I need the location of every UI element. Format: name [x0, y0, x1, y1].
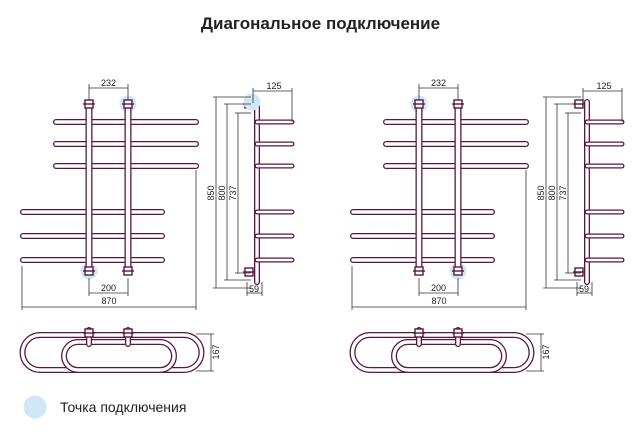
dim-side-height-3: 737 — [558, 185, 568, 200]
valve-icon — [452, 266, 464, 276]
plan-loop-inner-outline — [61, 339, 177, 373]
dim-plan-depth: 167 — [541, 344, 551, 359]
valve-icon — [243, 267, 255, 277]
dim-side-top: 125 — [266, 81, 281, 91]
valve-icon — [413, 99, 425, 109]
dim-side-bottom: 59 — [579, 284, 589, 294]
valve-icon — [122, 266, 134, 276]
valve-icon — [413, 328, 425, 338]
valve-icon — [452, 99, 464, 109]
valve-icon — [122, 99, 134, 109]
dim-side-bottom: 59 — [249, 284, 259, 294]
valve-icon — [122, 328, 134, 338]
dim-top-width: 232 — [101, 78, 116, 88]
front-view: 232 200 870 — [20, 78, 199, 310]
plan-loop-inner — [391, 339, 507, 373]
connection-point-legend-icon — [23, 395, 47, 419]
dim-side-top: 125 — [596, 81, 611, 91]
plan-loop-outer — [349, 332, 535, 373]
valve-icon — [573, 267, 585, 277]
front-view: 232 200 870 — [350, 78, 529, 310]
plan-loop-inner-outline — [391, 339, 507, 373]
plan-loop-outer-fill — [20, 333, 204, 372]
valve-icon — [83, 328, 95, 338]
plan-view: 167 — [19, 327, 221, 373]
valve-icon — [83, 266, 95, 276]
plan-view: 167 — [349, 327, 551, 373]
plan-loop-inner — [61, 339, 177, 373]
dim-plan-depth: 167 — [211, 344, 221, 359]
dim-side-height-1: 850 — [536, 185, 546, 200]
dim-top-width: 232 — [431, 78, 446, 88]
legend-label: Точка подключения — [60, 399, 187, 415]
dim-side-height-1: 850 — [206, 185, 216, 200]
plan-loop-outer — [19, 332, 205, 373]
valve-icon — [83, 99, 95, 109]
dim-side-height-3: 737 — [228, 185, 238, 200]
valve-icon — [452, 328, 464, 338]
dim-side-height-2: 800 — [217, 185, 227, 200]
plan-loop-outer-fill — [350, 333, 534, 372]
connection-point — [243, 93, 261, 111]
plan-loop-inner-fill — [392, 340, 506, 372]
dim-total-width: 870 — [431, 296, 446, 306]
dim-bottom-width: 200 — [431, 283, 446, 293]
page-title: Диагональное подключение — [200, 14, 441, 33]
dim-bottom-width: 200 — [101, 283, 116, 293]
plan-loop-inner-fill — [62, 340, 176, 372]
dim-side-height-2: 800 — [547, 185, 557, 200]
dim-total-width: 870 — [101, 296, 116, 306]
valve-icon — [413, 266, 425, 276]
